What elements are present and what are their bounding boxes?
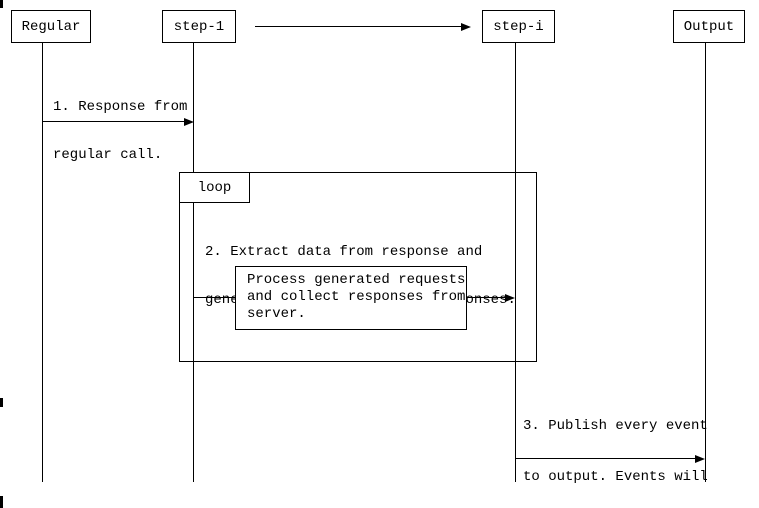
arrowhead-message-3: [695, 455, 705, 463]
process-box-line-3: server.: [247, 306, 306, 322]
arrow-line-process-to-stepi: [467, 297, 505, 298]
message-3-line-1: 3. Publish every event: [523, 418, 708, 434]
arrow-line-message-1: [42, 121, 184, 122]
left-edge-artifact-middle: [0, 398, 3, 407]
message-3-text: 3. Publish every event to output. Events…: [523, 384, 716, 508]
process-box-line-1: Process generated requests: [247, 272, 466, 288]
process-box: Process generated requests and collect r…: [235, 266, 467, 330]
actor-label-step-1: step-1: [173, 18, 225, 35]
message-2-line-1: 2. Extract data from response and: [205, 244, 483, 260]
actor-box-regular: Regular: [11, 10, 91, 43]
actor-label-output: Output: [683, 18, 735, 35]
lifeline-regular: [42, 43, 43, 482]
arrow-line-step1-to-stepi: [255, 26, 461, 27]
lifeline-step-i: [515, 43, 516, 482]
process-box-line-2: and collect responses from: [247, 289, 466, 305]
message-1-line-1: 1. Response from: [53, 99, 188, 115]
message-3-line-2: to output. Events will: [523, 469, 708, 485]
arrowhead-step1-to-stepi: [461, 23, 471, 31]
actor-box-step-i: step-i: [482, 10, 555, 43]
lifeline-output: [705, 43, 706, 482]
actor-label-regular: Regular: [21, 18, 81, 35]
left-edge-artifact-bottom: [0, 496, 3, 508]
arrow-line-message-3: [515, 458, 695, 459]
arrowhead-process-to-stepi: [505, 294, 515, 302]
actor-label-step-i: step-i: [493, 18, 544, 35]
connector-step1-to-process-box: [194, 297, 235, 298]
lifeline-step-1: [193, 43, 194, 482]
loop-label: loop: [197, 179, 232, 196]
left-edge-artifact-top: [0, 0, 3, 8]
loop-label-box: loop: [179, 172, 250, 203]
arrowhead-message-1: [184, 118, 194, 126]
message-1-text: 1. Response from regular call.: [53, 67, 187, 195]
actor-box-output: Output: [673, 10, 745, 43]
loop-frame: [179, 172, 537, 362]
actor-box-step-1: step-1: [162, 10, 236, 43]
message-1-line-2: regular call.: [53, 147, 163, 163]
